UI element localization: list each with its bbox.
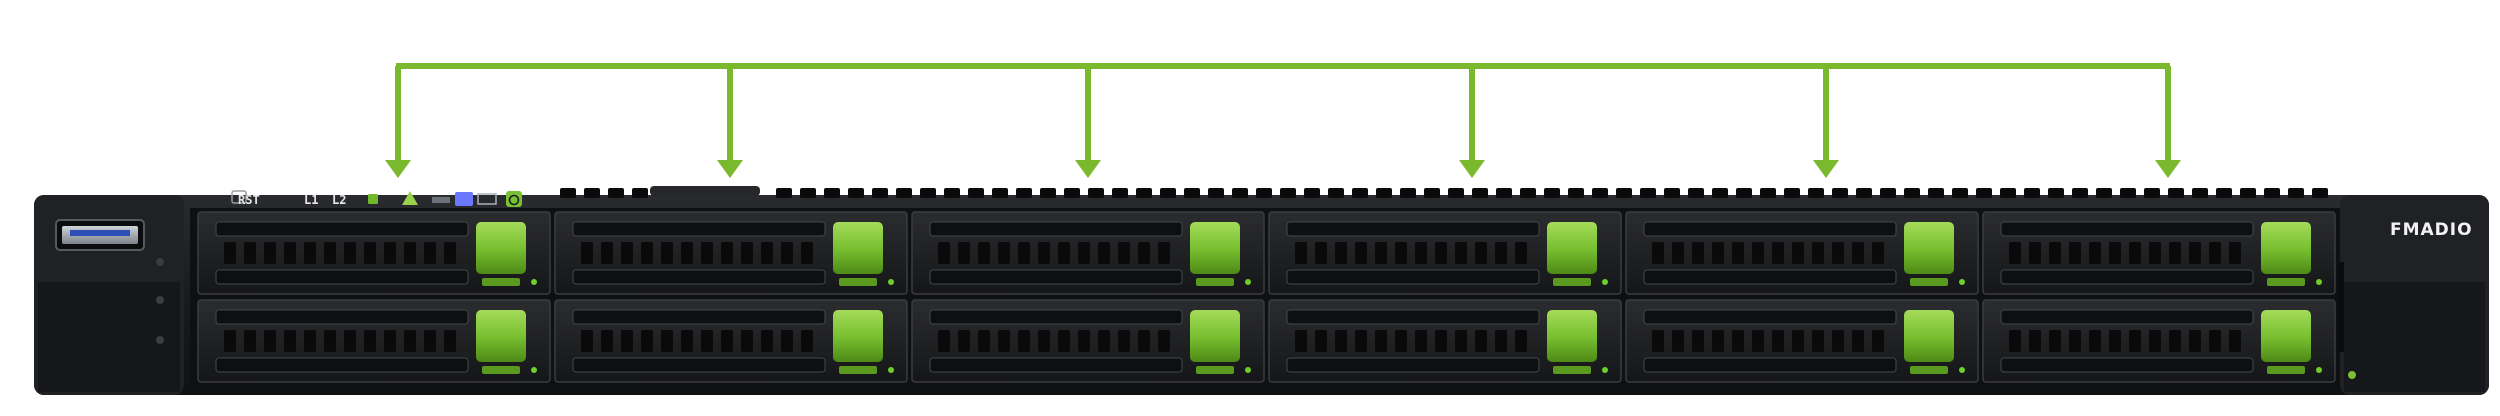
drive-release-latch[interactable]	[2261, 222, 2311, 286]
callout-arrow	[1075, 66, 1101, 178]
drive-bay[interactable]	[1268, 211, 1622, 295]
drive-release-latch[interactable]	[476, 222, 526, 286]
brand-logo: FMADIO	[2390, 220, 2473, 240]
drive-release-latch[interactable]	[2261, 310, 2311, 374]
drive-bay[interactable]	[911, 211, 1265, 295]
drive-activity-led	[2316, 279, 2322, 285]
drive-activity-led	[1602, 279, 1608, 285]
drive-activity-led	[1959, 367, 1965, 373]
drive-release-latch[interactable]	[833, 222, 883, 286]
callout-arrow	[385, 66, 411, 178]
drive-release-latch[interactable]	[1547, 310, 1597, 374]
drive-release-latch[interactable]	[1190, 222, 1240, 286]
drive-release-latch[interactable]	[476, 310, 526, 374]
hdd-led-icon	[368, 194, 378, 204]
drive-bay[interactable]	[1982, 211, 2336, 295]
callout-arrow	[2155, 66, 2181, 178]
drive-activity-led	[888, 279, 894, 285]
drive-release-latch[interactable]	[1547, 222, 1597, 286]
lan2-label: L2	[332, 193, 347, 207]
drive-bay[interactable]	[554, 299, 908, 383]
drive-release-latch[interactable]	[1190, 310, 1240, 374]
left-ear-ports	[156, 258, 164, 344]
top-vent-strip	[560, 186, 2328, 198]
drive-bay[interactable]	[197, 299, 551, 383]
warning-led-icon	[402, 191, 418, 205]
reset-button-icon	[231, 190, 247, 204]
drive-release-latch[interactable]	[1904, 310, 1954, 374]
drive-activity-led	[1245, 367, 1251, 373]
control-panel	[231, 190, 522, 207]
drive-bay[interactable]	[911, 299, 1265, 383]
drive-bay[interactable]	[554, 211, 908, 295]
drive-activity-led	[1245, 279, 1251, 285]
right-ear-leds	[2338, 262, 2356, 379]
drive-bay[interactable]	[197, 211, 551, 295]
usb-port-icon[interactable]	[55, 219, 145, 251]
drive-activity-led	[2316, 367, 2322, 373]
drive-activity-led	[888, 367, 894, 373]
drive-activity-led	[1959, 279, 1965, 285]
callout-arrow	[1813, 66, 1839, 178]
lan-leds	[432, 192, 497, 206]
drive-release-latch[interactable]	[833, 310, 883, 374]
drive-activity-led	[531, 279, 537, 285]
callout-arrow	[717, 66, 743, 178]
callout-arrow	[1459, 66, 1485, 178]
drive-release-latch[interactable]	[1904, 222, 1954, 286]
drive-bay[interactable]	[1982, 299, 2336, 383]
drive-bay[interactable]	[1625, 299, 1979, 383]
callout-bracket	[385, 63, 2181, 178]
drive-activity-led	[1602, 367, 1608, 373]
drive-activity-led	[531, 367, 537, 373]
drive-bay[interactable]	[1625, 211, 1979, 295]
lan1-label: L1	[304, 193, 319, 207]
power-button-icon	[506, 191, 522, 207]
drive-bay-grid	[197, 211, 2336, 383]
reset-label: RST	[238, 193, 260, 207]
drive-bay[interactable]	[1268, 299, 1622, 383]
